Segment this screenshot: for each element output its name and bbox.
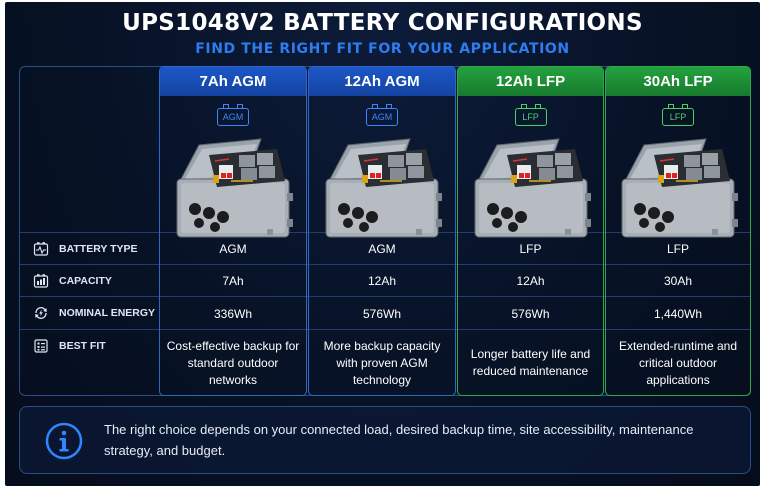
ups-enclosure-image [467,135,595,243]
best-fit-value: More backup capacity with proven AGM tec… [323,338,441,387]
lfp-battery-icon: LFP [662,104,694,126]
battery-pulse-icon [33,241,49,256]
ups-enclosure-image [614,135,742,243]
energy-value: 576Wh [511,306,550,321]
row-label-nominal-energy: NOMINAL ENERGY [20,297,158,329]
info-note: The right choice depends on your connect… [19,406,751,474]
energy-value: 336Wh [213,306,253,321]
capacity-value: 12Ah [367,274,397,288]
energy-cycle-icon [35,307,47,319]
ups-enclosure-image [169,135,297,243]
page-subtitle: FIND THE RIGHT FIT FOR YOUR APPLICATION [195,41,570,57]
checklist-icon [34,339,48,353]
column-12ah-agm: 12Ah AGM AGM AGM 12Ah 576Wh More backup … [308,66,456,396]
row-label-capacity: CAPACITY [20,265,158,296]
row-divider [20,264,750,265]
row-divider [20,329,750,330]
row-label-text: BATTERY TYPE [59,242,138,255]
capacity-value: 12Ah [516,274,545,288]
best-fit-value: Extended-runtime and critical outdoor ap… [618,338,738,387]
column-7ah-agm: 7Ah AGM AGM AGM 7Ah 336Wh Cost-effective… [159,66,307,396]
column-12ah-lfp: 12Ah LFP LFP LFP 12Ah 576Wh Longer batte… [457,66,604,396]
column-header: 7Ah AGM [160,67,306,96]
configurations-panel: UPS1048V2 BATTERY CONFIGURATIONS FIND TH… [5,2,760,486]
capacity-value: 7Ah [222,274,244,288]
info-note-text: The right choice depends on your connect… [104,422,694,458]
battery-type-value: AGM [368,242,396,256]
comparison-table: BATTERY TYPE CAPACITY NOMINAL ENERGY [19,66,751,396]
capacity-value: 30Ah [663,274,693,288]
lfp-battery-icon: LFP [514,104,547,126]
row-label-battery-type: BATTERY TYPE [20,233,158,264]
best-fit-value: Longer battery life and reduced maintena… [470,347,591,378]
page-title: UPS1048V2 BATTERY CONFIGURATIONS [122,10,643,36]
row-divider [20,296,750,297]
row-label-best-fit: BEST FIT [20,330,158,362]
battery-capacity-icon [33,273,49,288]
battery-type-value: LFP [519,242,542,256]
battery-type-value: AGM [219,242,247,256]
ups-enclosure-image [318,135,446,243]
column-30ah-lfp: 30Ah LFP LFP LFP 30Ah 1,440Wh Extended-r… [605,66,751,396]
column-header: 30Ah LFP [606,67,750,96]
row-label-text: BEST FIT [59,340,106,352]
info-icon [45,422,83,460]
energy-value: 1,440Wh [653,306,703,321]
battery-type-value: LFP [666,242,689,256]
energy-value: 576Wh [362,306,402,321]
best-fit-value: Cost-effective backup for standard outdo… [166,338,300,387]
row-label-text: NOMINAL ENERGY [59,307,156,319]
agm-battery-icon: AGM [217,104,249,126]
column-header: 12Ah LFP [458,67,603,96]
row-label-text: CAPACITY [59,274,112,287]
agm-battery-icon: AGM [366,104,398,126]
column-header: 12Ah AGM [309,67,455,96]
